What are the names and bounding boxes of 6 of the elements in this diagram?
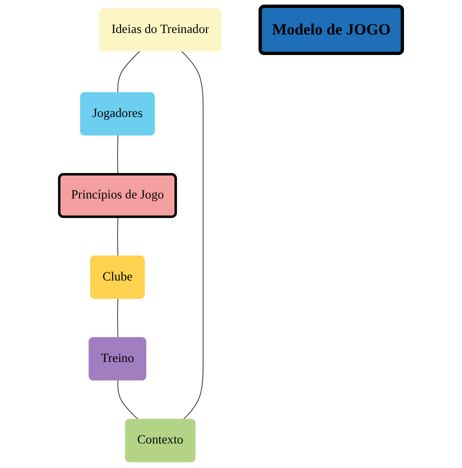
connector <box>181 51 204 420</box>
connector <box>118 51 140 94</box>
connector <box>117 216 118 257</box>
connector <box>117 135 118 176</box>
connector <box>117 298 118 338</box>
connector <box>118 380 139 420</box>
